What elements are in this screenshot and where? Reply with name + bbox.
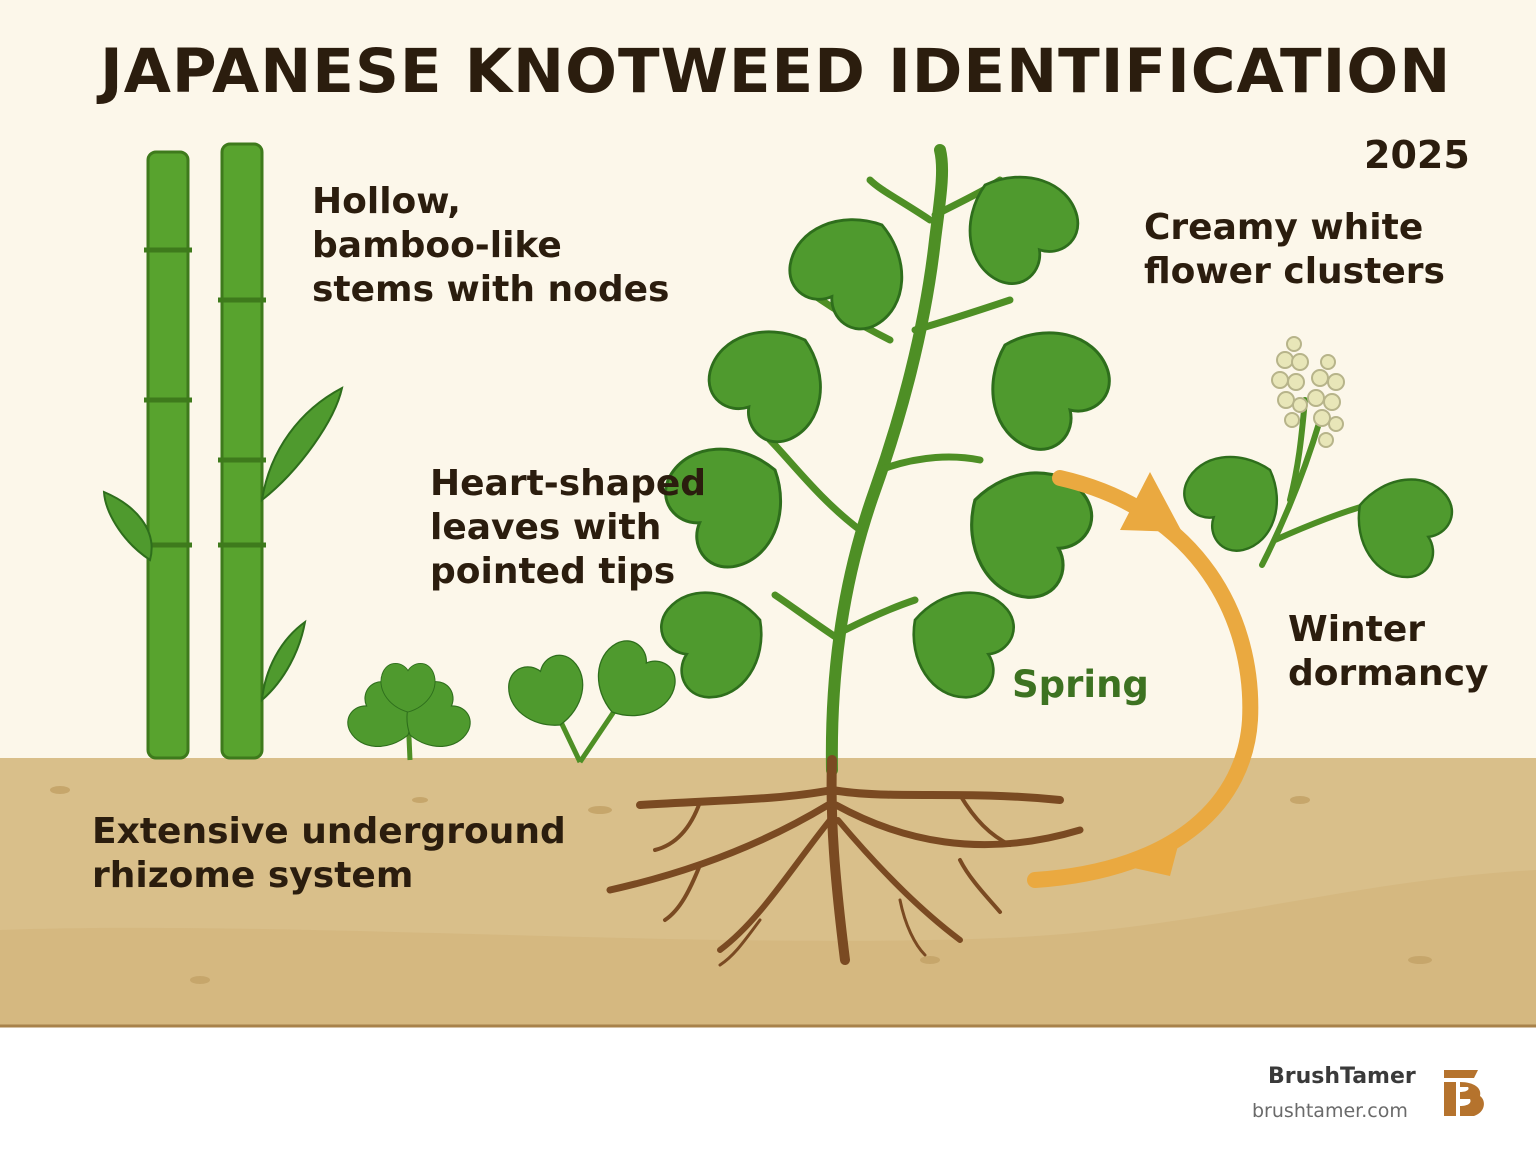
logo-stem xyxy=(1444,1082,1456,1116)
branch xyxy=(841,596,919,634)
bamboo-stem xyxy=(220,142,264,760)
knotweed-plant-icon xyxy=(650,144,1126,776)
brand-name: BrushTamer xyxy=(1268,1064,1416,1089)
seasonal-cycle-arrow-icon xyxy=(1027,470,1259,888)
seedling-stem xyxy=(557,708,618,764)
logo-bowl xyxy=(1460,1082,1484,1116)
root xyxy=(958,858,1002,914)
flower-bud xyxy=(1307,389,1325,407)
bamboo-leaf xyxy=(260,386,344,503)
root xyxy=(828,786,1064,804)
flower-bud xyxy=(1320,354,1336,370)
flower-bud xyxy=(1287,373,1305,391)
root xyxy=(717,817,833,953)
bamboo-stems-icon xyxy=(102,142,344,760)
branch xyxy=(911,296,1014,334)
bamboo-leaf xyxy=(102,490,153,562)
flower-bud xyxy=(1327,373,1345,391)
flower-bud xyxy=(1284,412,1300,428)
flower-bud xyxy=(1323,393,1341,411)
arrowhead-lower xyxy=(1125,838,1180,876)
soil-speck xyxy=(1408,956,1432,964)
soil-speck xyxy=(412,797,428,803)
page-title: JAPANESE KNOTWEED IDENTIFICATION xyxy=(100,36,1452,107)
flower-bud xyxy=(1328,416,1344,432)
root xyxy=(835,817,963,943)
soil-lower-band xyxy=(0,870,1536,1026)
branch xyxy=(766,436,864,534)
root xyxy=(958,793,1012,847)
seedling-icon xyxy=(339,663,479,763)
flower-bud xyxy=(1311,369,1329,387)
flower-bud xyxy=(1292,397,1308,413)
soil-speck xyxy=(1290,796,1310,804)
root xyxy=(606,801,832,894)
flower-bud xyxy=(1276,351,1294,369)
logo-top-bar xyxy=(1444,1070,1478,1078)
bamboo-leaf xyxy=(260,619,307,703)
rhizome-caption: Extensive underground rhizome system xyxy=(92,811,566,896)
flower-bud xyxy=(1313,409,1331,427)
flower-bud xyxy=(1291,353,1309,371)
soil-speck xyxy=(50,786,70,794)
flower-bud xyxy=(1271,371,1289,389)
root xyxy=(636,786,836,809)
flower-bud xyxy=(1318,432,1334,448)
bamboo-stem xyxy=(146,150,190,760)
root-main xyxy=(826,755,850,965)
brushtamer-logo-icon xyxy=(1444,1070,1484,1116)
soil-speck xyxy=(190,976,210,984)
branch xyxy=(771,591,844,644)
flower-bud xyxy=(1286,336,1302,352)
soil-specks xyxy=(50,786,1432,984)
rhizome-roots-icon xyxy=(606,755,1084,967)
stems-caption: Hollow, bamboo-like stems with nodes xyxy=(312,181,670,310)
root xyxy=(832,801,1084,849)
flower-buds xyxy=(1271,336,1345,448)
brand-url: brushtamer.com xyxy=(1252,1100,1408,1122)
spring-label: Spring xyxy=(1012,663,1149,706)
branch xyxy=(876,453,984,474)
leaves-caption: Heart-shaped leaves with pointed tips xyxy=(430,463,707,592)
flower-bud xyxy=(1277,391,1295,409)
seedling-icon xyxy=(501,631,685,764)
root xyxy=(663,863,702,922)
soil-speck xyxy=(588,806,612,814)
root xyxy=(718,918,762,967)
year-label: 2025 xyxy=(1364,133,1470,177)
root xyxy=(898,898,927,957)
branch xyxy=(866,176,934,224)
flowers-caption: Creamy white flower clusters xyxy=(1144,207,1445,292)
root xyxy=(653,800,702,852)
flower-cluster-icon xyxy=(1171,336,1463,589)
footer-background xyxy=(0,1028,1536,1154)
soil-speck xyxy=(920,956,940,964)
winter-dormancy-label: Winter dormancy xyxy=(1288,609,1489,694)
arrowhead-upper xyxy=(1120,472,1182,532)
